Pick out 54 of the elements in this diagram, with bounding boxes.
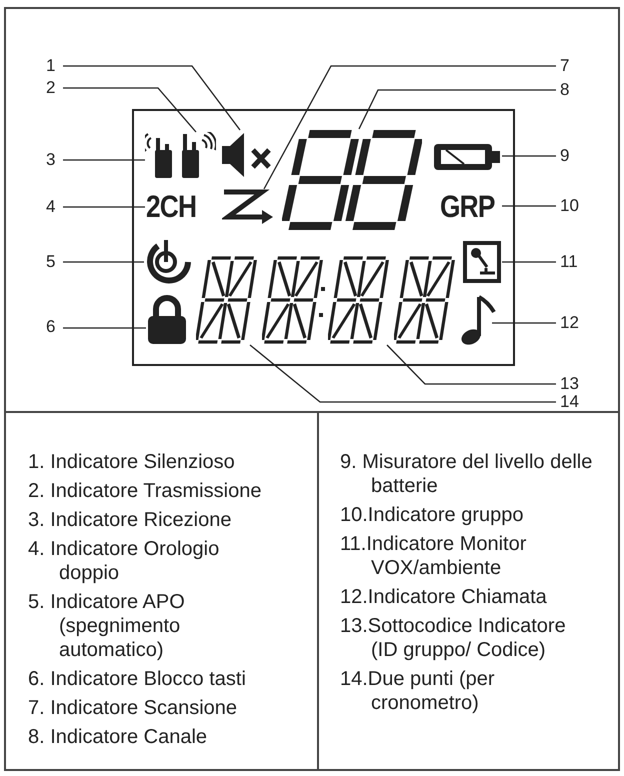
- legend-entry: 1. Indicatore Silenzioso: [28, 450, 236, 474]
- callout-number: 7: [560, 57, 570, 75]
- callout-number: 14: [560, 393, 579, 411]
- legend-entry: 3. Indicatore Ricezione: [28, 508, 232, 532]
- lcd-segment-text: GRP: [440, 190, 495, 224]
- segment-digit: [328, 256, 390, 346]
- callout-number: 12: [560, 314, 579, 332]
- leader-line: [492, 322, 556, 324]
- leader-line: [63, 87, 196, 132]
- callout-number: 1: [46, 57, 56, 75]
- leader-line: [358, 89, 556, 130]
- callout-number: 3: [46, 151, 56, 169]
- leader-line: [386, 344, 556, 385]
- legend-entry: 10.Indicatore gruppo: [340, 503, 524, 527]
- leader-line: [63, 261, 144, 263]
- leader-line: [263, 65, 556, 190]
- legend-entry: 5. Indicatore APO (spegnimento automatico): [28, 590, 186, 662]
- legend-entry: 2. Indicatore Trasmissione: [28, 479, 262, 503]
- callout-number: 2: [46, 79, 56, 97]
- seven-segment-digits: [282, 129, 422, 233]
- legend-entry: 6. Indicatore Blocco tasti: [28, 667, 247, 691]
- legend-entry: 7. Indicatore Scansione: [28, 696, 238, 720]
- legend-entry: 4. Indicatore Orologio doppio: [28, 537, 220, 585]
- radio-waves-icon: [180, 132, 216, 178]
- callout-number: 13: [560, 375, 579, 393]
- legend-entry: 9. Misuratore del livello delle batterie: [340, 450, 594, 498]
- callout-number: 6: [46, 318, 56, 336]
- leader-line: [63, 206, 145, 208]
- callout-number: 8: [560, 81, 570, 99]
- legend-entry: 13.Sottocodice Indicatore (ID gruppo/ Codice): [340, 614, 567, 662]
- battery-icon: [432, 142, 502, 172]
- lcd-segment-text: 2CH: [146, 190, 196, 224]
- callout-number: 9: [560, 147, 570, 165]
- legend-entry: 11.Indicatore Monitor VOX/ambiente: [340, 532, 528, 580]
- legend-entry: 12.Indicatore Chiamata: [340, 585, 548, 609]
- callout-number: 11: [560, 253, 578, 271]
- leader-line: [502, 261, 556, 263]
- microphone-monitor-icon: [462, 240, 502, 284]
- music-note-icon: [460, 294, 496, 346]
- leader-line: [502, 205, 556, 207]
- segment-digit: [196, 256, 258, 346]
- power-icon: [144, 238, 192, 284]
- callout-number: 10: [560, 197, 579, 215]
- leader-line: [63, 159, 145, 161]
- leader-line: [63, 327, 146, 329]
- leader-line: [250, 344, 556, 403]
- radio-waves-icon: [145, 132, 173, 178]
- legend-entry: 14.Due punti (per cronometro): [340, 667, 496, 715]
- callout-number: 4: [46, 198, 56, 216]
- lock-icon: [146, 295, 188, 345]
- leader-line: [502, 155, 556, 157]
- legend-entry: 8. Indicatore Canale: [28, 725, 208, 749]
- leader-line: [63, 65, 241, 130]
- callout-number: 5: [46, 253, 56, 271]
